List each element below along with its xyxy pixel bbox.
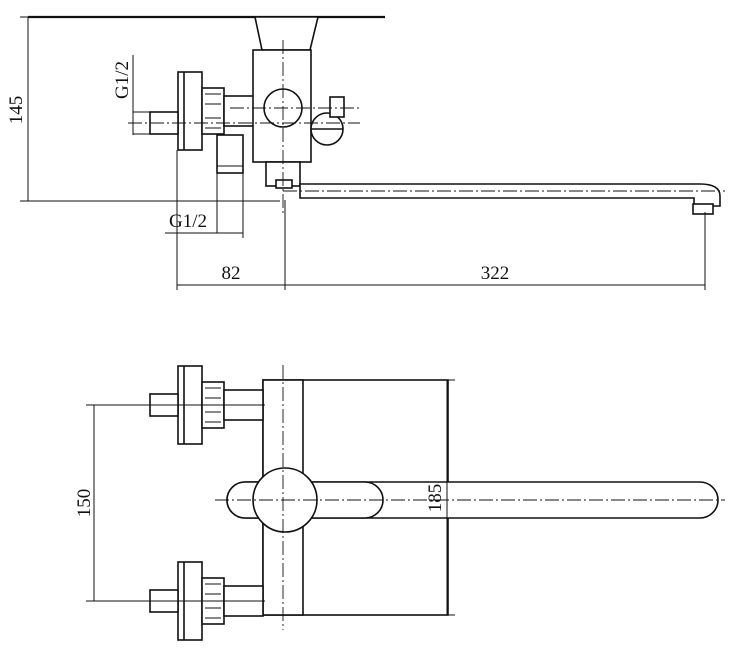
top-view: 150 185 — [74, 365, 725, 641]
inlet-pipe — [223, 95, 257, 127]
thread-label-horizontal: G1/2 — [169, 211, 207, 232]
dim-150-label: 150 — [74, 489, 95, 518]
side-view: 145 G1/2 G1/2 — [6, 15, 725, 290]
dim-185-label: 185 — [425, 484, 446, 513]
aerator-stub — [275, 179, 293, 189]
handle-cap — [254, 16, 320, 51]
spout — [299, 183, 721, 207]
spout-aerator — [692, 203, 714, 215]
lower-connector — [216, 134, 244, 174]
inlet-nut — [201, 87, 225, 135]
dim-322-label: 322 — [481, 263, 510, 284]
dim-82-label: 82 — [222, 263, 241, 284]
diverter-lever — [329, 96, 345, 118]
inlet-flange — [177, 71, 203, 151]
dim-145-label: 145 — [6, 96, 27, 125]
thread-label-vertical: G1/2 — [112, 61, 133, 99]
